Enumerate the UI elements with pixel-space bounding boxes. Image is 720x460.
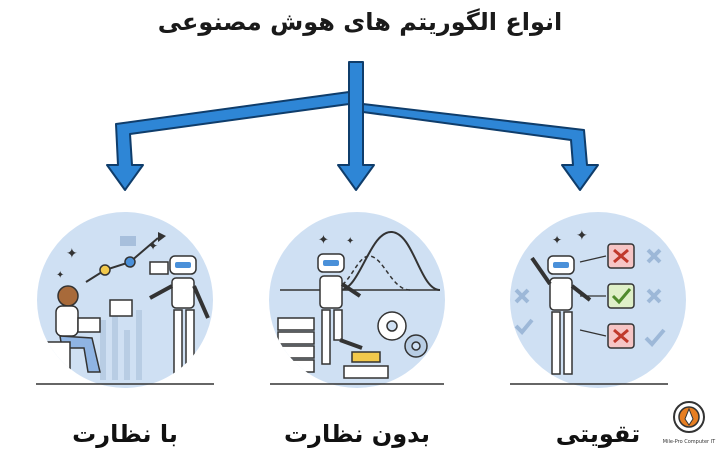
svg-text:✦: ✦ <box>56 270 64 281</box>
arrow-right <box>362 91 599 191</box>
svg-text:✦: ✦ <box>148 239 158 253</box>
illustration-supervised: ✦ ✦ ✦ <box>37 212 213 388</box>
label-supervised: با نظارت <box>72 420 178 448</box>
label-unsupervised: بدون نظارت <box>284 420 430 448</box>
diagram-title: انواع الگوریتم های هوش مصنوعی <box>157 8 563 36</box>
svg-text:✦: ✦ <box>552 233 562 247</box>
arrow-center <box>337 61 375 191</box>
illustration-reinforcement: ✦ ✦ <box>510 212 686 388</box>
svg-text:✦: ✦ <box>66 246 78 262</box>
arrow-left <box>106 91 350 191</box>
brand-logo: Mile-Pro Computer IT <box>662 400 716 456</box>
illustration-unsupervised: ✦ ✦ <box>269 212 445 388</box>
svg-text:✦: ✦ <box>318 233 329 248</box>
logo-text: Mile-Pro Computer IT <box>662 439 716 445</box>
label-reinforcement: تقویتی <box>555 420 641 448</box>
logo-emblem-icon <box>673 401 705 433</box>
svg-text:✦: ✦ <box>576 228 588 244</box>
svg-text:✦: ✦ <box>346 236 354 247</box>
branch-arrows <box>106 61 599 191</box>
